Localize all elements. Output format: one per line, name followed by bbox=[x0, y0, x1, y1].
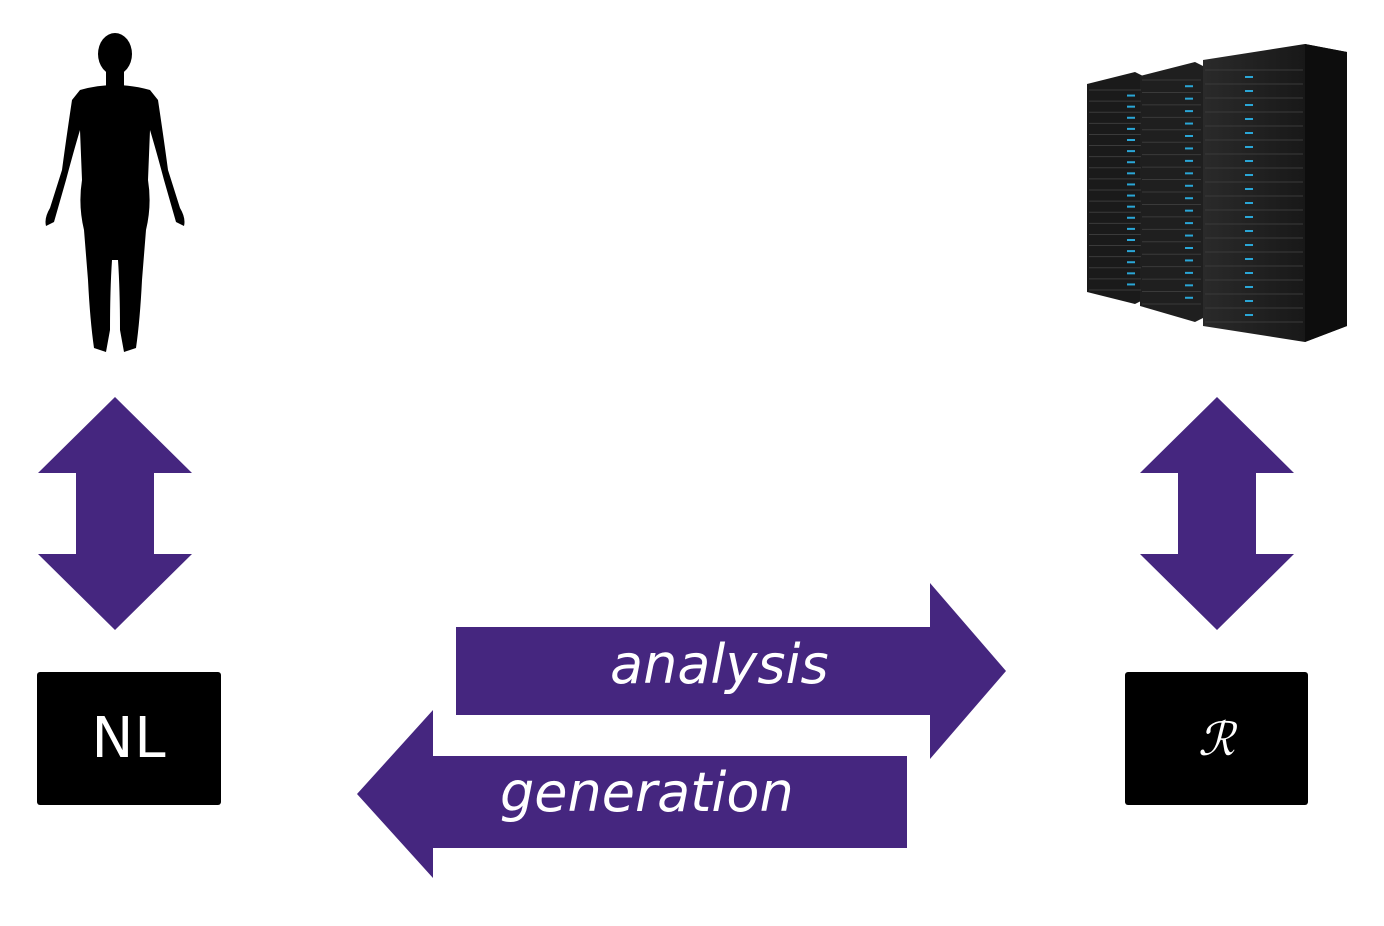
right-bidirectional-arrow bbox=[1140, 397, 1294, 630]
representation-box: ℛ bbox=[1125, 672, 1308, 805]
nl-box-label: NL bbox=[91, 706, 167, 771]
analysis-label: analysis bbox=[610, 633, 829, 696]
analysis-arrow bbox=[456, 583, 1006, 759]
left-bidirectional-arrow bbox=[38, 397, 192, 630]
representation-box-label: ℛ bbox=[1198, 711, 1235, 766]
generation-arrow bbox=[357, 710, 907, 878]
human-silhouette-icon bbox=[45, 33, 185, 352]
server-rack-icon bbox=[1087, 44, 1347, 342]
nl-box: NL bbox=[37, 672, 221, 805]
generation-label: generation bbox=[500, 761, 794, 824]
